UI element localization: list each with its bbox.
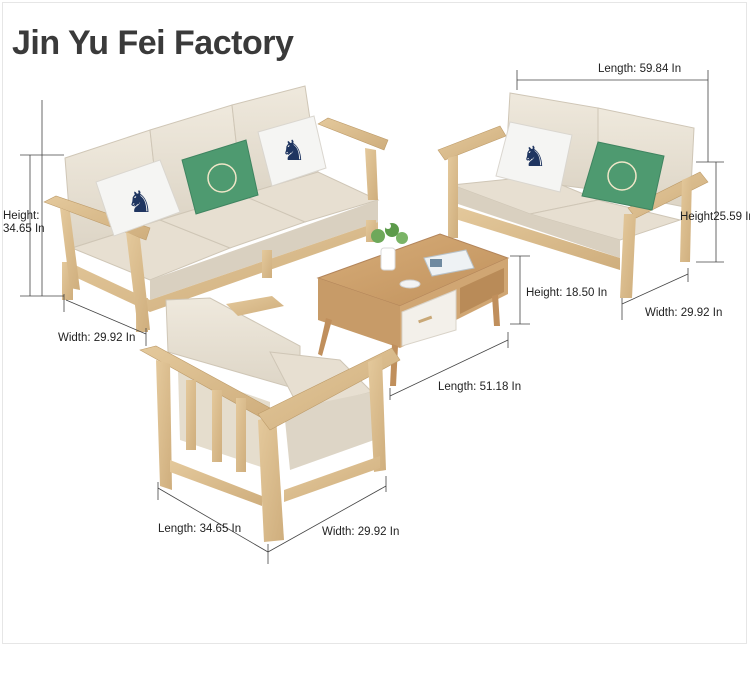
dim-two-seater-height: Height25.59 In <box>680 211 750 223</box>
svg-text:♞: ♞ <box>280 134 305 167</box>
dim-three-seater-width: Width: 29.92 In <box>58 332 136 344</box>
armchair <box>139 296 401 542</box>
image-frame <box>2 2 747 644</box>
two-seater-sofa: ♞ <box>437 92 709 298</box>
dimension-lines <box>20 70 724 564</box>
dim-two-seater-length: Length: 59.84 In <box>598 63 682 75</box>
dim-two-seater-width: Width: 29.92 In <box>645 307 723 319</box>
dim-table-height: Height: 18.50 In <box>526 287 608 299</box>
svg-text:♞: ♞ <box>127 185 154 220</box>
brand-title: Jin Yu Fei Factory <box>12 24 294 62</box>
dim-chair-width: Width: 29.92 In <box>322 526 400 538</box>
three-seater-sofa: ♞ ♞ <box>43 85 389 332</box>
coffee-table <box>316 223 510 386</box>
dim-table-length: Length: 51.18 In <box>438 381 522 393</box>
dim-three-seater-height: Height: 34.65 In <box>3 210 45 235</box>
svg-text:♞: ♞ <box>521 140 546 173</box>
dim-chair-length: Length: 34.65 In <box>158 523 242 535</box>
